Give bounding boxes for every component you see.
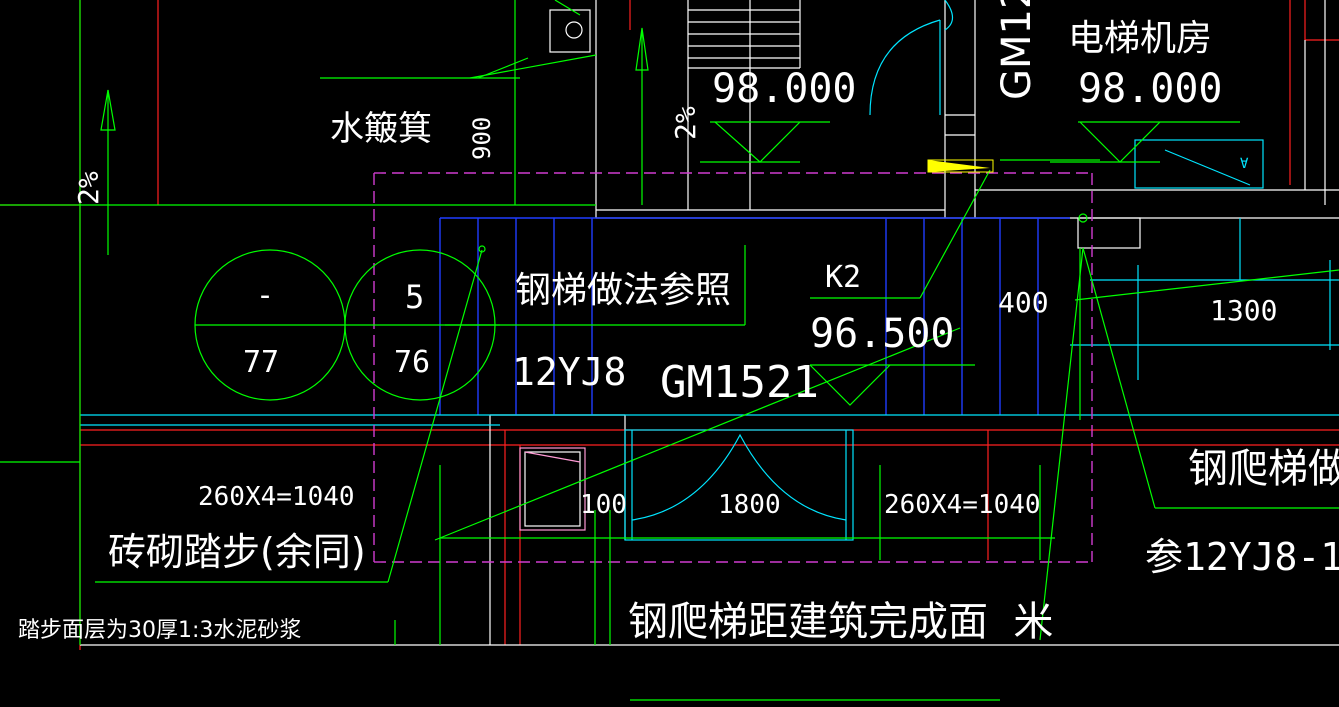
label-circle-left-top: - [256, 278, 274, 313]
label-elev-left: 98.000 [712, 66, 857, 112]
steel-stair-hatch [439, 217, 1070, 415]
label-dim-1800: 1800 [718, 490, 781, 520]
label-circle-left-bottom: 77 [243, 345, 279, 380]
label-dim-1300: 1300 [1210, 294, 1277, 327]
label-dim-900: 900 [468, 117, 496, 160]
label-circle-right-top: 5 [405, 278, 424, 316]
label-steel-stair-code: 12YJ8 [512, 350, 626, 394]
magenta-dashed-boundary [373, 172, 1093, 563]
label-brick-steps: 砖砌踏步(余同) [108, 530, 366, 574]
label-dim-400: 400 [998, 286, 1049, 319]
label-step-finish: 踏步面层为30厚1:3水泥砂浆 [18, 618, 301, 643]
label-water-grate: 水簸箕 [330, 109, 432, 149]
label-circle-right-bottom: 76 [394, 345, 430, 380]
yellow-marker [927, 159, 994, 173]
label-steel-ladder-ref: 参12YJ8-1 [1145, 535, 1339, 579]
label-slope-mid: 2% [669, 106, 702, 140]
white-wall-lines [80, 0, 1339, 646]
label-steel-stair-ref: 钢梯做法参照 [515, 270, 731, 311]
label-dim-100: 100 [580, 490, 627, 520]
text-labels: 水簸箕 电梯机房 GM12 98.000 98.000 900 2% 2% 钢梯… [18, 0, 1339, 645]
label-elev-right: 98.000 [1078, 66, 1223, 112]
label-steps-dim-left: 260X4=1040 [198, 482, 355, 512]
label-k2-elev: 96.500 [810, 311, 955, 357]
label-slope-left: 2% [72, 171, 105, 205]
svg-text:∀: ∀ [1240, 156, 1249, 172]
label-steps-dim-right: 260X4=1040 [884, 490, 1041, 520]
label-door-gm12: GM12 [994, 0, 1040, 100]
label-steel-ladder-do: 钢爬梯做 [1188, 446, 1339, 492]
pink-ladder-box [519, 447, 586, 531]
label-steel-ladder-clear: 钢爬梯距建筑完成面 米 [628, 599, 1053, 645]
label-elevator-room: 电梯机房 [1068, 18, 1212, 59]
label-door-gm1521: GM1521 [660, 357, 819, 408]
label-k2-tag: K2 [825, 260, 861, 295]
axis-bubble-76 [344, 249, 496, 401]
